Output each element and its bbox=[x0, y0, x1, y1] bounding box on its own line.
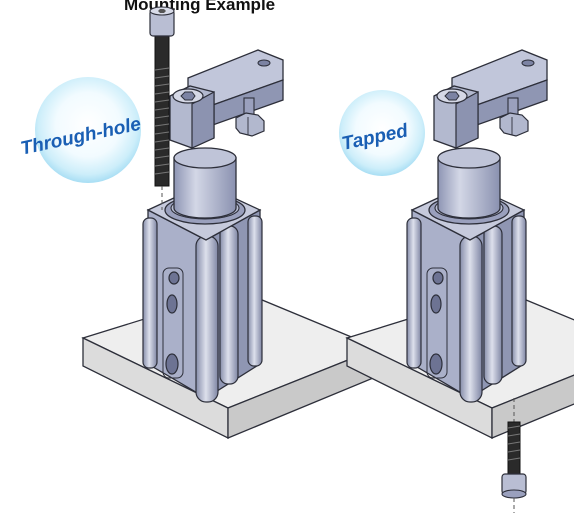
through-hole-badge: Through-hole bbox=[19, 77, 143, 183]
page-title: Mounting Example bbox=[124, 0, 275, 14]
short-cap-screw-icon bbox=[501, 398, 527, 513]
long-cap-screw-icon bbox=[149, 6, 175, 210]
tapped-badge: Tapped bbox=[339, 90, 425, 176]
